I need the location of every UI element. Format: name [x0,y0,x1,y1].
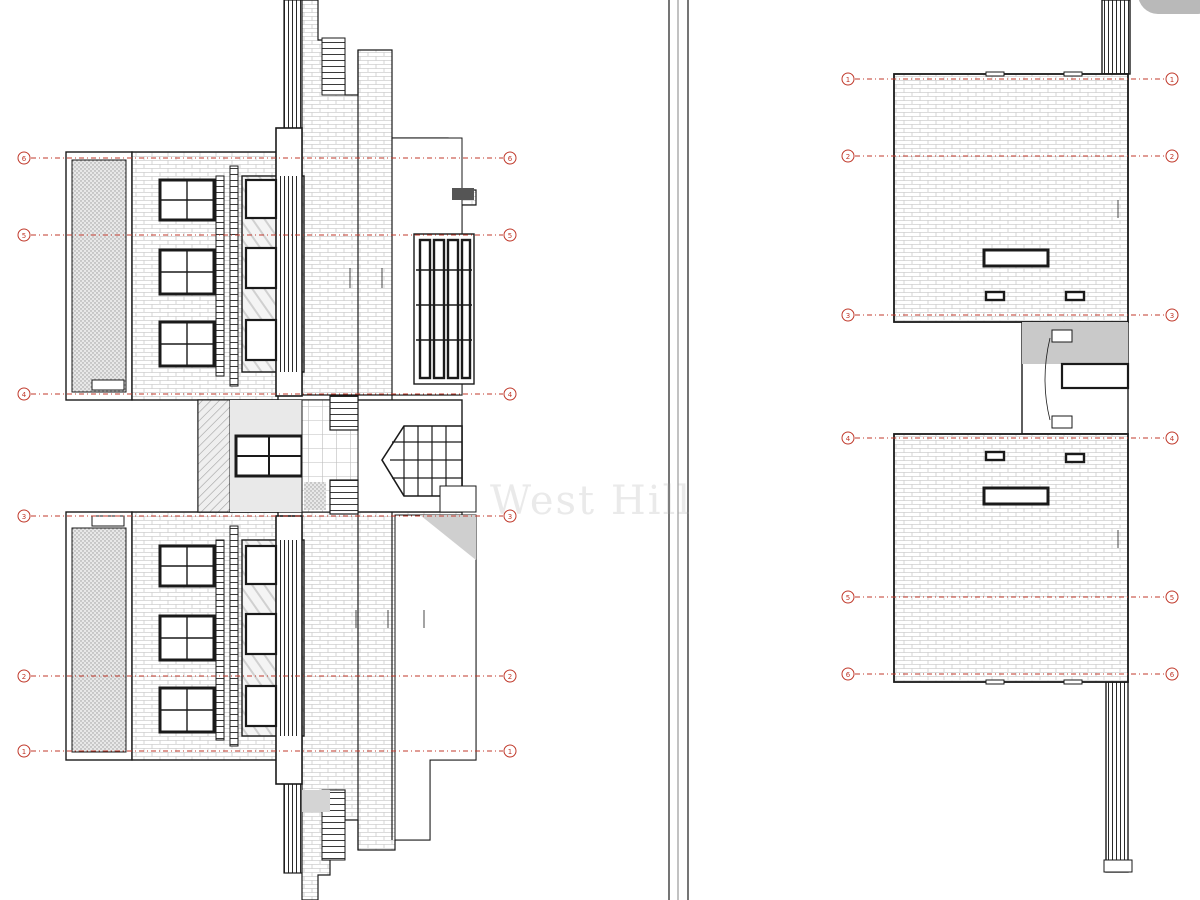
roof-upper [893,73,1129,323]
entrance-court [197,395,477,515]
grid-bubble-r5-right [1165,590,1179,604]
grid-bubble-r6-left [17,151,31,165]
grid-label-r4: 4 [846,435,851,443]
grid-label-r3: 3 [508,513,512,521]
stair-upper [321,37,346,96]
grid-bubble-r4-left [17,387,31,401]
boundary-wall-top [1101,0,1131,75]
grid-label-r1: 1 [846,76,850,84]
roof-lower [893,433,1129,683]
grid-label-r5: 5 [508,232,512,240]
grid-bubble-r3-left [841,308,855,322]
right-plan [893,0,1133,873]
grid-bubble-r6-left [841,667,855,681]
boundary-wall-bottom [1105,681,1129,873]
grid-label-r3: 3 [22,513,26,521]
roof-vent [984,450,1006,462]
left-grid-lines: 6 6 5 5 4 4 3 3 2 2 1 1 [17,151,517,758]
watermark-text: West Hill [490,478,693,524]
grid-bubble-r1-right [1165,72,1179,86]
grid-bubble-r5-left [841,590,855,604]
grid-label-r5: 5 [1170,594,1174,602]
grid-label-r4: 4 [508,391,513,399]
chimney-upper [452,188,474,200]
grid-label-r4: 4 [22,391,27,399]
grid-label-r1: 1 [508,748,512,756]
grid-bubble-r5-left [17,228,31,242]
grid-label-r5: 5 [846,594,850,602]
grid-bubble-r3-left [17,509,31,523]
grid-label-r1: 1 [22,748,26,756]
grid-label-r3: 3 [846,312,850,320]
grid-bubble-r6-right [1165,667,1179,681]
grid-label-r1: 1 [1170,76,1174,84]
roof-vent [984,290,1006,302]
roof-vent [1064,452,1086,464]
pool-upper [71,159,127,393]
pergola-grid [413,233,475,385]
grid-bubble-r2-right [503,669,517,683]
right-grid-lines: 1 1 2 2 3 3 4 4 5 5 6 6 [841,72,1179,681]
grid-bubble-r1-left [841,72,855,86]
grid-bubble-r5-right [503,228,517,242]
grid-label-r2: 2 [1170,153,1174,161]
grid-label-r4: 4 [1170,435,1175,443]
pool-lower [71,527,127,753]
grid-bubble-r6-right [503,151,517,165]
skylight-upper [982,248,1050,268]
grid-bubble-r2-right [1165,149,1179,163]
grid-label-r3: 3 [1170,312,1174,320]
corner-tab [1138,0,1200,14]
grid-bubble-r2-left [17,669,31,683]
grid-label-r6: 6 [22,155,27,163]
grid-bubble-r3-right [1165,308,1179,322]
left-plan [65,0,477,900]
grid-label-r6: 6 [846,671,851,679]
grid-bubble-r1-right [503,744,517,758]
grid-bubble-r3-right [503,509,517,523]
grid-label-r6: 6 [1170,671,1175,679]
grid-label-r5: 5 [22,232,26,240]
grid-bubble-r4-right [503,387,517,401]
grid-bubble-r2-left [841,149,855,163]
terrace-stair-top [283,0,303,131]
sheet-divider [668,0,689,900]
skylight-lower [982,486,1050,506]
grid-bubble-r4-right [1165,431,1179,445]
roof-vent [1064,290,1086,302]
grid-bubble-r1-left [17,744,31,758]
grid-label-r2: 2 [508,673,512,681]
grid-label-r2: 2 [22,673,26,681]
grid-label-r6: 6 [508,155,513,163]
grid-bubble-r4-left [841,431,855,445]
grid-label-r2: 2 [846,153,850,161]
